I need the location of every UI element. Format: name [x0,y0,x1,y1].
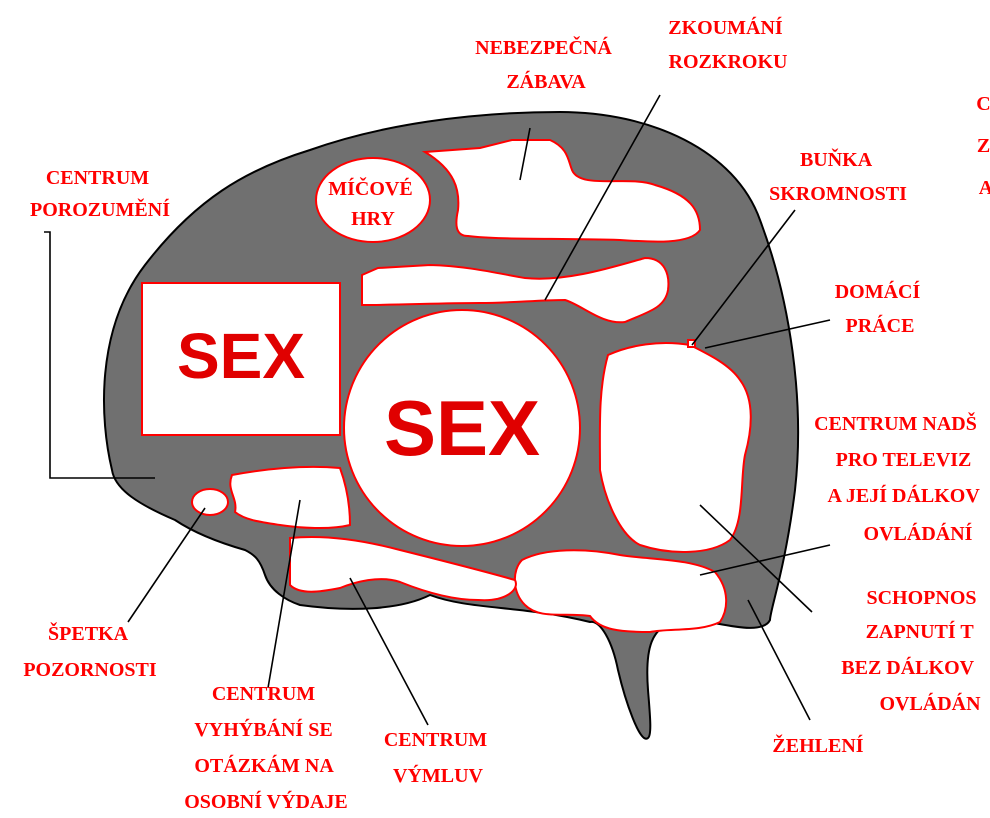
leader-spetka-pozornosti [128,508,205,622]
label-zkoumani-rozkroku: ZKOUMÁNÍ ROZKROKU [668,16,787,73]
sex-box-label: SEX [177,320,305,392]
label-schopnost: SCHOPNOS ZAPNUTÍ T BEZ DÁLKOV OVLÁDÁN [841,587,981,715]
label-bunka-skromnosti: BUŇKA SKROMNOSTI [769,147,907,205]
label-centrum-vymluv: CENTRUM VÝMLUV [384,729,492,787]
label-centrum-vyhybani: CENTRUM VYHÝBÁNÍ SE OTÁZKÁM NA OSOBNÍ VÝ… [184,683,348,813]
region-centrum-vyhybani [230,467,350,528]
region-domaci-prace [600,343,751,552]
leader-zehleni [748,600,810,720]
label-centrum-porozumeni: CENTRUM POROZUMĚNÍ [30,167,170,221]
label-centrum-nadseni: CENTRUM NADŠ PRO TELEVIZ A JEJÍ DÁLKOV O… [814,411,984,545]
label-zehleni: ŽEHLENÍ [772,733,863,757]
label-domaci-prace: DOMÁCÍ PRÁCE [835,280,926,337]
region-spetka-pozornosti [192,489,228,515]
sex-circle-label: SEX [384,384,540,472]
label-spetka-pozornosti: ŠPETKA POZORNOSTI [23,621,157,681]
label-nebezpecna-zabava: NEBEZPEČNÁ ZÁBAVA [475,35,617,93]
label-edge-fragment: C Z A [976,93,990,199]
